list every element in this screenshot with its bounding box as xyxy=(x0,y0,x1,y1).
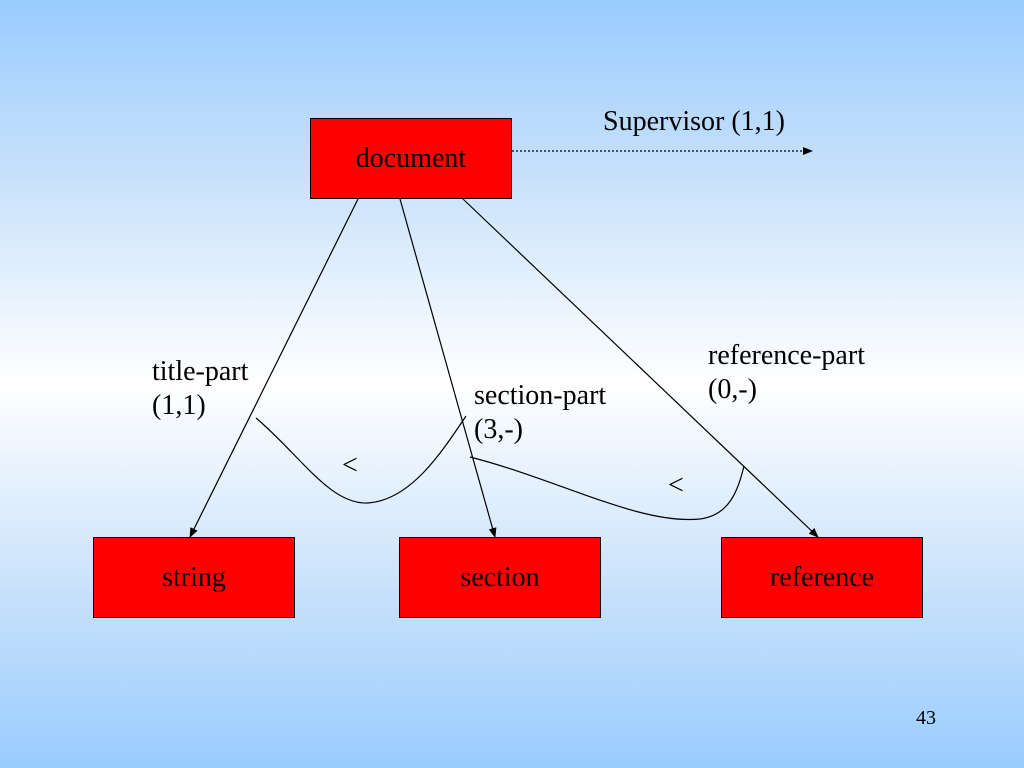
title-part-label: title-part (1,1) xyxy=(152,355,248,423)
title-part-edge xyxy=(189,198,359,538)
title-part-name: title-part xyxy=(152,356,249,387)
string-node: string xyxy=(93,537,295,618)
order-symbol-2: < xyxy=(668,470,684,501)
order-curve-1 xyxy=(255,415,467,504)
string-node-label: string xyxy=(162,561,226,593)
section-part-label: section-part (3,-) xyxy=(474,379,606,447)
reference-node-label: reference xyxy=(769,561,875,593)
section-node: section xyxy=(399,537,601,618)
reference-part-edge xyxy=(462,198,819,538)
title-part-cardinality: (1,1) xyxy=(152,390,206,421)
section-part-name: section-part xyxy=(474,380,607,411)
section-part-edge xyxy=(399,198,497,538)
section-node-label: section xyxy=(460,561,540,593)
page-number: 43 xyxy=(916,707,936,729)
reference-node: reference xyxy=(721,537,923,618)
document-node: document xyxy=(310,118,512,199)
order-curve-2 xyxy=(469,456,745,521)
reference-part-label: reference-part (0,-) xyxy=(708,339,865,407)
section-part-cardinality: (3,-) xyxy=(474,414,523,445)
order-symbol-1: < xyxy=(342,450,358,481)
reference-part-name: reference-part xyxy=(708,340,865,371)
reference-part-cardinality: (0,-) xyxy=(708,374,757,405)
document-node-label: document xyxy=(355,142,467,174)
supervisor-label: Supervisor (1,1) xyxy=(603,106,785,137)
